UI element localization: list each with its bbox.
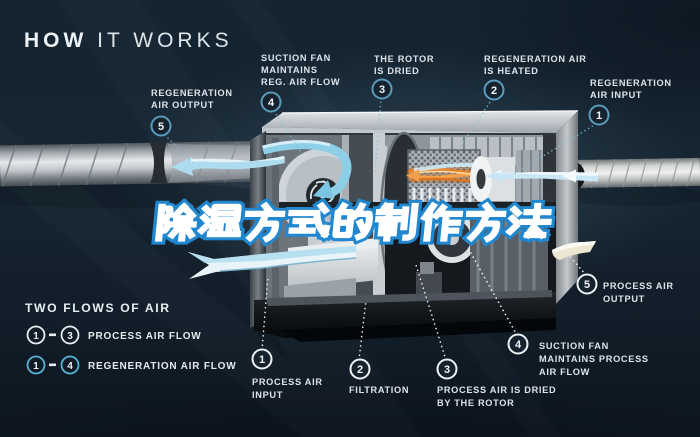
svg-text:TWO FLOWS OF AIR: TWO FLOWS OF AIR xyxy=(25,301,171,315)
svg-text:THE ROTOR: THE ROTOR xyxy=(374,54,434,64)
svg-text:HOW IT WORKS: HOW IT WORKS xyxy=(24,29,233,52)
svg-text:AIR FLOW: AIR FLOW xyxy=(539,367,590,377)
svg-text:OUTPUT: OUTPUT xyxy=(603,294,645,304)
svg-text:REGENERATION AIR: REGENERATION AIR xyxy=(484,54,587,64)
svg-text:4: 4 xyxy=(515,339,522,351)
svg-text:MAINTAINS PROCESS: MAINTAINS PROCESS xyxy=(539,354,649,364)
svg-text:5: 5 xyxy=(584,279,590,291)
svg-text:3: 3 xyxy=(444,364,450,376)
svg-text:1: 1 xyxy=(596,110,602,122)
svg-text:PROCESS AIR: PROCESS AIR xyxy=(603,281,674,291)
svg-text:5: 5 xyxy=(158,121,164,133)
svg-text:REGENERATION AIR FLOW: REGENERATION AIR FLOW xyxy=(88,361,236,372)
svg-text:REGENERATION: REGENERATION xyxy=(151,88,233,98)
svg-text:2: 2 xyxy=(357,364,363,376)
svg-text:BY THE ROTOR: BY THE ROTOR xyxy=(437,398,515,408)
svg-text:1: 1 xyxy=(33,331,39,342)
svg-text:AIR INPUT: AIR INPUT xyxy=(590,90,642,100)
svg-text:4: 4 xyxy=(268,97,275,109)
svg-text:INPUT: INPUT xyxy=(252,390,283,400)
svg-text:IS DRIED: IS DRIED xyxy=(374,66,419,76)
svg-text:REGENERATION: REGENERATION xyxy=(590,78,672,88)
svg-text:REG. AIR FLOW: REG. AIR FLOW xyxy=(261,77,340,87)
svg-text:PROCESS AIR IS DRIED: PROCESS AIR IS DRIED xyxy=(437,385,556,395)
svg-text:1: 1 xyxy=(259,354,265,366)
svg-text:3: 3 xyxy=(67,331,73,342)
svg-text:MAINTAINS: MAINTAINS xyxy=(261,65,318,75)
svg-text:3: 3 xyxy=(379,84,385,96)
svg-text:PROCESS AIR FLOW: PROCESS AIR FLOW xyxy=(88,331,202,342)
svg-text:IS HEATED: IS HEATED xyxy=(484,66,539,76)
svg-text:SUCTION FAN: SUCTION FAN xyxy=(539,341,609,351)
svg-text:2: 2 xyxy=(491,85,497,97)
svg-text:1: 1 xyxy=(33,361,39,372)
svg-text:PROCESS AIR: PROCESS AIR xyxy=(252,377,323,387)
svg-text:SUCTION FAN: SUCTION FAN xyxy=(261,53,331,63)
svg-text:AIR OUTPUT: AIR OUTPUT xyxy=(151,100,214,110)
svg-text:4: 4 xyxy=(67,361,73,372)
svg-text:FILTRATION: FILTRATION xyxy=(349,385,409,395)
